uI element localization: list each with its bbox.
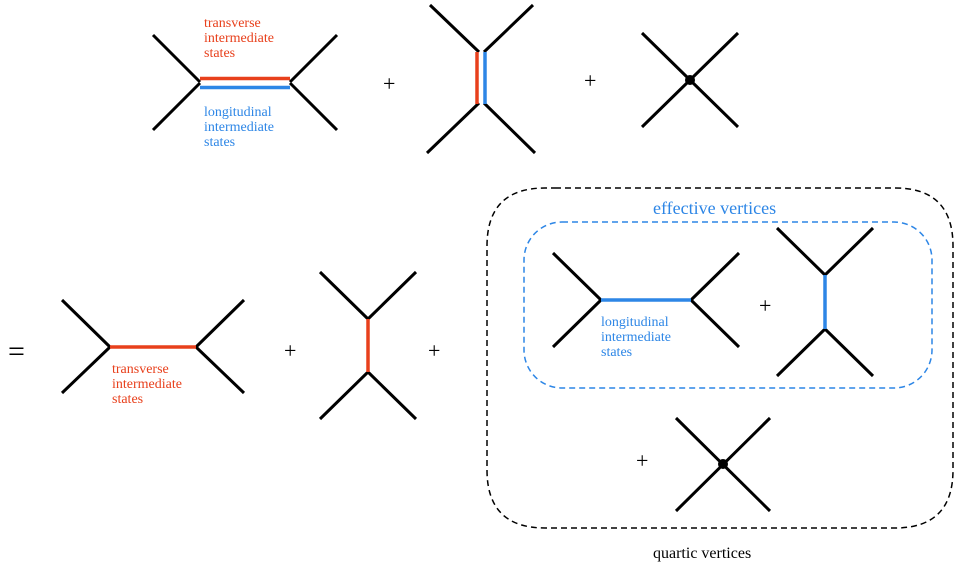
external-leg [775,226,827,277]
external-leg [551,251,603,302]
quartic-vertices-box [486,187,954,529]
plus-operator: + [636,448,649,473]
external-leg [60,298,112,349]
plus-operator: + [383,71,396,96]
plus-operator: + [284,338,297,363]
external-leg [366,270,418,321]
bottom-quartic-diagram [674,416,772,513]
effective-longitudinal-label: longitudinal intermediate states [601,315,671,360]
top-s-channel-diagram [151,33,339,132]
equals-operator: = [8,335,25,368]
external-leg [823,327,875,378]
external-leg [482,3,535,54]
external-leg [428,3,481,54]
quartic-vertices-title: quartic vertices [653,545,752,562]
bottom-s-channel-transverse-diagram [60,298,246,395]
external-leg [288,33,339,84]
external-leg [775,327,827,378]
bottom-t-channel-transverse-diagram [318,270,418,421]
top-transverse-label: transverse intermediate states [204,16,274,61]
effective-vertices-title: effective vertices [653,198,777,218]
top-quartic-diagram [640,31,740,129]
external-leg [151,33,202,84]
plus-operator: + [584,68,597,93]
top-t-channel-diagram [425,3,537,155]
plus-operator: + [428,338,441,363]
effective-t-channel-longitudinal-diagram [775,226,875,378]
external-leg [689,251,741,302]
bottom-transverse-label: transverse intermediate states [112,362,182,407]
external-leg [823,226,875,277]
plus-operator: + [759,293,772,318]
effective-s-channel-longitudinal-diagram [551,251,741,349]
quartic-vertex-dot [718,459,728,469]
external-leg [194,345,246,395]
external-leg [288,81,339,132]
external-leg [318,370,370,421]
external-leg [60,345,112,395]
external-leg [194,298,246,349]
external-leg [151,81,202,132]
external-leg [689,298,741,349]
top-longitudinal-label: longitudinal intermediate states [204,105,274,150]
external-leg [425,101,481,155]
effective-vertices-box [523,221,933,389]
external-leg [551,298,603,349]
external-leg [318,270,370,321]
quartic-vertex-dot [685,75,695,85]
external-leg [366,370,418,421]
external-leg [482,101,537,155]
